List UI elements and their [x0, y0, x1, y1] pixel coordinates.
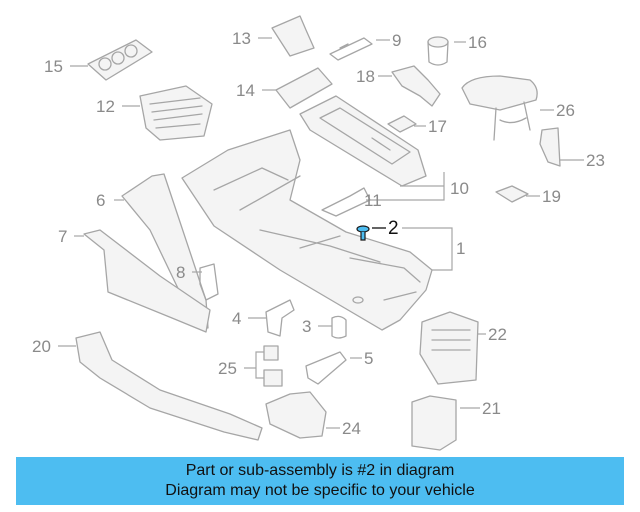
- part-12-grille: [139, 85, 213, 141]
- callout-20: 20: [32, 337, 51, 356]
- callout-11: 11: [364, 191, 382, 210]
- callout-15: 15: [44, 57, 63, 76]
- callout-17: 17: [428, 117, 447, 136]
- info-banner: Part or sub-assembly is #2 in diagram Di…: [16, 457, 624, 505]
- part-9-bracket: [329, 37, 373, 61]
- callout-3: 3: [302, 317, 311, 336]
- callout-1: 1: [456, 239, 465, 258]
- callout-21: 21: [482, 399, 501, 418]
- callout-18: 18: [356, 67, 375, 86]
- callout-12: 12: [96, 97, 115, 116]
- part-16-cup-holder: [427, 36, 449, 66]
- callout-6: 6: [96, 191, 105, 210]
- part-15-switch-panel: [87, 39, 153, 81]
- part-18-boot: [391, 65, 441, 107]
- part-8-clip: [199, 263, 219, 301]
- callout-24: 24: [342, 419, 361, 438]
- part-21-storage-bin: [411, 395, 457, 451]
- part-26-armrest: [461, 75, 538, 141]
- part-14-mat: [275, 67, 333, 109]
- part-19-pad: [495, 185, 529, 203]
- banner-line-disclaimer: Diagram may not be specific to your vehi…: [165, 482, 475, 499]
- callout-13: 13: [232, 29, 251, 48]
- callout-22: 22: [488, 325, 507, 344]
- part-17-pad: [387, 115, 417, 133]
- part-7-side-panel: [83, 229, 211, 333]
- part-25-switches: [263, 345, 283, 387]
- callout-23: 23: [586, 151, 605, 170]
- callout-2: 2: [388, 218, 399, 239]
- callout-5: 5: [364, 349, 373, 368]
- part-24-shifter: [265, 391, 327, 439]
- part-22-rear-vent: [419, 311, 479, 385]
- callout-labels: 13 9 16 15 18 14 12 26 17 23 10 6 19 11 …: [32, 29, 605, 438]
- callout-26: 26: [556, 101, 575, 120]
- callout-7: 7: [58, 227, 67, 246]
- callout-25: 25: [218, 359, 237, 378]
- part-11-bracket: [321, 187, 371, 217]
- callout-10: 10: [450, 179, 469, 198]
- part-2-bolt-highlighted: [356, 225, 370, 241]
- callout-4: 4: [232, 309, 241, 328]
- callout-19: 19: [542, 187, 561, 206]
- parts-diagram: 13 9 16 15 18 14 12 26 17 23 10 6 19 11 …: [32, 15, 605, 451]
- part-10-console-trim: [299, 95, 427, 187]
- banner-line-part-number: Part or sub-assembly is #2 in diagram: [185, 462, 455, 479]
- callout-14: 14: [236, 81, 255, 100]
- callout-9: 9: [392, 31, 401, 50]
- part-23-bracket: [539, 127, 561, 167]
- callout-8: 8: [176, 263, 185, 282]
- part-4-bracket: [265, 299, 295, 337]
- part-1-center-console: [181, 129, 433, 331]
- part-20-rail: [75, 331, 263, 441]
- callout-16: 16: [468, 33, 487, 52]
- part-3-plug: [331, 315, 347, 339]
- part-5-bracket: [305, 351, 347, 385]
- part-13-tray: [271, 15, 315, 57]
- leader-lines: [58, 37, 584, 429]
